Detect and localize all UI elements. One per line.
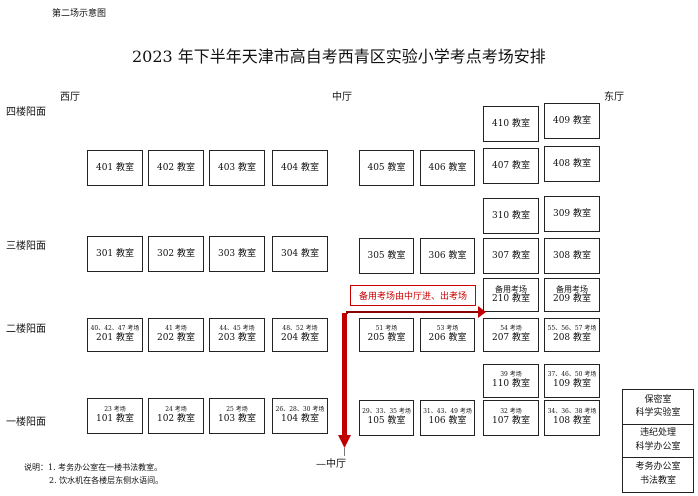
- room-409: 409 教室: [544, 103, 600, 139]
- room-109: 37、46、50 考场 109 教室: [544, 364, 600, 398]
- caption: 第二场示意图: [52, 9, 107, 19]
- floor-3-label: 三楼阳面: [6, 241, 46, 252]
- room-103: 25 考场 103 教室: [209, 398, 265, 434]
- backup-exam-notice: 备用考场由中厅进、出考场: [350, 285, 476, 306]
- note-line-1: 说明：1. 考务办公室在一楼书法教室。: [24, 463, 163, 472]
- floor-4-label: 四楼阳面: [6, 107, 46, 118]
- room-206: 53 考场 206 教室: [420, 318, 475, 352]
- side-room-office: 考务办公室 书法教室: [622, 457, 694, 493]
- room-210: 备用考场 210 教室: [483, 278, 539, 312]
- room-404: 404 教室: [272, 150, 328, 186]
- room-102: 24 考场 102 教室: [148, 398, 204, 434]
- room-306: 306 教室: [420, 238, 475, 274]
- room-403: 403 教室: [209, 150, 265, 186]
- room-106: 31、43、49 考场 106 教室: [420, 400, 475, 436]
- floor-1-label: 一楼阳面: [6, 417, 46, 428]
- room-105: 29、33、35 考场 105 教室: [359, 400, 414, 436]
- room-207: 54 考场 207 教室: [483, 318, 539, 352]
- room-104: 26、28、30 考场 104 教室: [272, 398, 328, 434]
- room-303: 303 教室: [209, 236, 265, 272]
- bottom-middle-hall-label: —中厅: [316, 459, 346, 470]
- room-406: 406 教室: [420, 150, 475, 186]
- room-209: 备用考场 209 教室: [544, 278, 600, 312]
- room-202: 41 考场 202 教室: [148, 318, 204, 352]
- room-305: 305 教室: [359, 238, 414, 274]
- room-201: 40、42、47 考场 201 教室: [87, 318, 143, 352]
- room-302: 302 教室: [148, 236, 204, 272]
- room-405: 405 教室: [359, 150, 414, 186]
- room-304: 304 教室: [272, 236, 328, 272]
- middle-hall-label: 中厅: [332, 92, 352, 103]
- note-line-2: 2. 饮水机在各楼层东侧水语间。: [49, 476, 164, 485]
- room-402: 402 教室: [148, 150, 204, 186]
- room-310: 310 教室: [483, 198, 539, 234]
- room-307: 307 教室: [483, 238, 539, 274]
- west-hall-label: 西厅: [60, 92, 80, 103]
- side-room-safe: 保密室 科学实验室: [622, 389, 694, 425]
- room-309: 309 教室: [544, 196, 600, 232]
- room-101: 23 考场 101 教室: [87, 398, 143, 434]
- room-108: 34、36、38 考场 108 教室: [544, 400, 600, 436]
- east-hall-label: 东厅: [604, 92, 624, 103]
- route-arrow-head-right: [478, 306, 486, 318]
- room-204: 48、52 考场 204 教室: [272, 318, 328, 352]
- room-208: 55、56、57 考场 208 教室: [544, 318, 600, 352]
- page-title: 2023 年下半年天津市高自考西青区实验小学考点考场安排: [132, 47, 546, 66]
- room-408: 408 教室: [544, 146, 600, 182]
- room-407: 407 教室: [483, 148, 539, 184]
- room-301: 301 教室: [87, 236, 143, 272]
- room-401: 401 教室: [87, 150, 143, 186]
- route-arrow-head-down: [338, 435, 351, 448]
- room-107: 32 考场 107 教室: [483, 400, 539, 436]
- side-room-violation: 违纪处理 科学办公室: [622, 424, 694, 458]
- route-arrow-horizontal: [346, 311, 478, 314]
- room-410: 410 教室: [483, 106, 539, 142]
- room-308: 308 教室: [544, 238, 600, 274]
- floor-2-label: 二楼阳面: [6, 324, 46, 335]
- room-110: 39 考场 110 教室: [483, 364, 539, 398]
- route-arrow-vertical: [342, 313, 347, 436]
- room-203: 44、45 考场 203 教室: [209, 318, 265, 352]
- room-205: 51 考场 205 教室: [359, 318, 414, 352]
